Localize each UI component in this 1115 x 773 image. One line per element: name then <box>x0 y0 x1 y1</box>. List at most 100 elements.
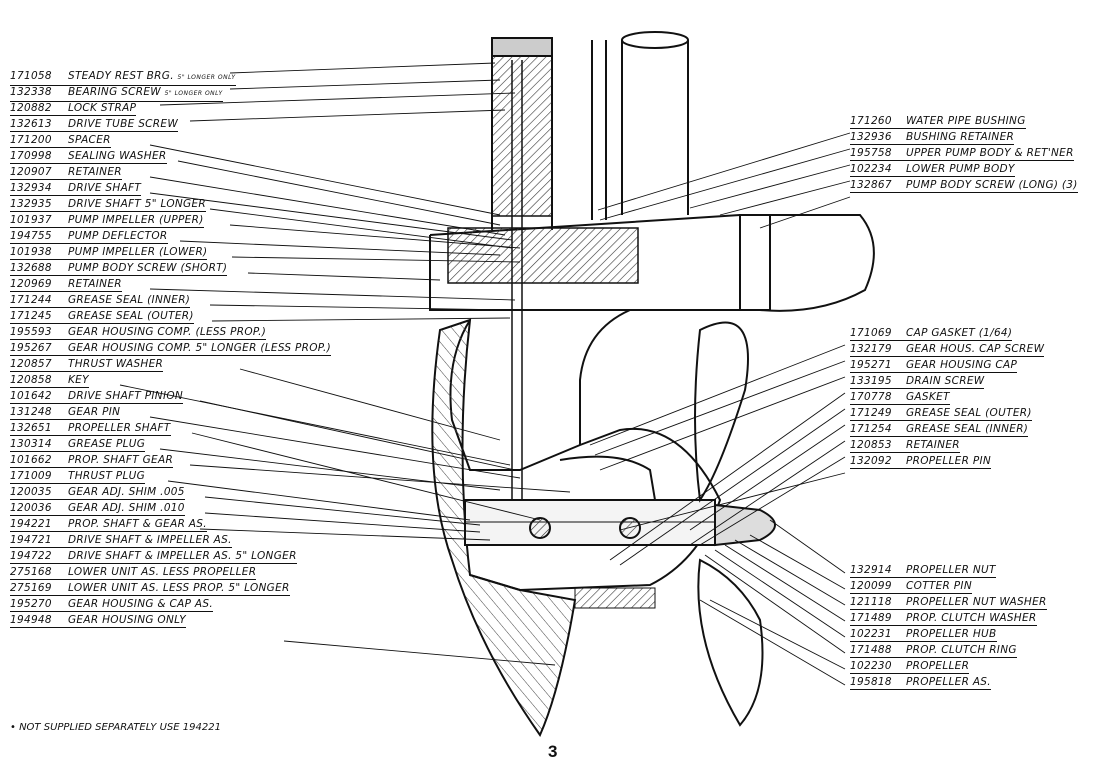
part-name: Gear Housing Only <box>68 614 187 626</box>
part-row: 120857 Thrust Washer <box>10 358 164 372</box>
part-name: Drive Tube Screw <box>68 118 179 130</box>
part-name: Pump Body Screw (Long) (3) <box>906 179 1078 191</box>
part-number: 120857 <box>10 358 52 370</box>
part-number: 195270 <box>10 598 52 610</box>
part-row: 132179Gear Hous. Cap Screw <box>850 343 1045 357</box>
part-number: 132935 <box>10 198 52 210</box>
part-name: Cap Gasket (1/64) <box>906 327 1013 339</box>
part-name: Grease Seal (Inner) <box>68 294 191 306</box>
part-number: 171488 <box>850 644 892 656</box>
part-name: Propeller As. <box>906 676 991 688</box>
part-name: Grease Plug <box>68 438 146 450</box>
part-name: Gear Housing Cap <box>906 359 1018 371</box>
part-row: 275168Lower Unit As. Less Propeller <box>10 566 257 580</box>
part-row: 195270 Gear Housing & Cap As. <box>10 598 214 612</box>
part-number: 194221 <box>10 518 52 530</box>
part-number: 171489 <box>850 612 892 624</box>
part-row: 133195Drain Screw <box>850 375 985 389</box>
part-name: Propeller Nut <box>906 564 996 576</box>
part-number: 120907 <box>10 166 52 178</box>
part-row: 120969Retainer <box>10 278 122 292</box>
part-row: 195271Gear Housing Cap <box>850 359 1018 373</box>
part-name: Prop. Clutch Washer <box>906 612 1037 624</box>
part-number: 275168 <box>10 566 52 578</box>
part-row: 132688Pump Body Screw (Short) <box>10 262 228 276</box>
part-row: 275169Lower Unit As. Less Prop. 5" Longe… <box>10 582 290 596</box>
part-number: 102230 <box>850 660 892 672</box>
part-name: Gear Adj. Shim .005 <box>68 486 185 498</box>
part-row: 102231Propeller Hub <box>850 628 997 642</box>
part-name: Thrust Plug <box>68 470 146 482</box>
part-name: Pump Deflector <box>68 230 168 242</box>
part-number: 120099 <box>850 580 892 592</box>
part-row: 171260Water Pipe Bushing <box>850 115 1026 129</box>
part-row: 101938Pump Impeller (Lower) <box>10 246 208 260</box>
part-number: 132338 <box>10 86 52 98</box>
part-number: 195267 <box>10 342 52 354</box>
part-number: 171200 <box>10 134 52 146</box>
part-row: 120099 Cotter Pin <box>850 580 972 594</box>
part-name: Drive Shaft <box>68 182 142 194</box>
part-row: 194755 Pump Deflector <box>10 230 168 244</box>
part-number: 171244 <box>10 294 52 306</box>
part-number: 131248 <box>10 406 52 418</box>
part-name: Thrust Washer <box>68 358 164 370</box>
part-row: 194722Drive Shaft & Impeller As. 5" Long… <box>10 550 297 564</box>
part-number: 275169 <box>10 582 52 594</box>
part-row: 101662Prop. Shaft Gear <box>10 454 174 468</box>
part-row: 171254Grease Seal (Inner) <box>850 423 1029 437</box>
part-number: 171249 <box>850 407 892 419</box>
part-number: 132936 <box>850 131 892 143</box>
part-name: Retainer <box>906 439 960 451</box>
part-number: 170778 <box>850 391 892 403</box>
part-name: Lower Pump Body <box>906 163 1015 175</box>
part-name: Prop. Shaft & Gear As. <box>68 518 207 530</box>
part-row: 121118Propeller Nut Washer <box>850 596 1047 610</box>
part-name: Propeller Pin <box>906 455 992 467</box>
part-row: 120858Key <box>10 374 89 388</box>
part-note: 5" Longer Only <box>164 90 223 97</box>
part-name: Bushing Retainer <box>906 131 1015 143</box>
part-row: 120036Gear Adj. Shim .010 <box>10 502 185 516</box>
part-name: Propeller <box>906 660 970 672</box>
part-number: 194755 <box>10 230 52 242</box>
part-name: Gear Pin <box>68 406 121 418</box>
part-name: Sealing Washer <box>68 150 167 162</box>
part-row: 102230 Propeller <box>850 660 970 674</box>
part-name: Drain Screw <box>906 375 985 387</box>
part-number: 101662 <box>10 454 52 466</box>
part-row: 102234Lower Pump Body <box>850 163 1015 177</box>
part-number: 194721 <box>10 534 52 546</box>
part-name: Gear Housing & Cap As. <box>68 598 214 610</box>
part-row: 170998Sealing Washer <box>10 150 167 164</box>
part-row: 194721Drive Shaft & Impeller As. <box>10 534 232 548</box>
part-row: 120882Lock Strap <box>10 102 137 116</box>
part-name: Spacer <box>68 134 111 146</box>
part-number: 132613 <box>10 118 52 130</box>
part-name: Propeller Shaft <box>68 422 171 434</box>
part-row: 132934Drive Shaft <box>10 182 142 196</box>
part-number: 132867 <box>850 179 892 191</box>
part-name: Cotter Pin <box>906 580 972 592</box>
part-name: Drive Shaft & Impeller As. 5" Longer <box>68 550 297 562</box>
part-row: 171249Grease Seal (Outer) <box>850 407 1032 421</box>
part-number: 120882 <box>10 102 52 114</box>
part-row: 132651Propeller Shaft <box>10 422 171 436</box>
part-row: 132092Propeller Pin <box>850 455 992 469</box>
part-row: 101937Pump Impeller (Upper) <box>10 214 204 228</box>
left-leader-lines <box>119 62 571 666</box>
part-number: 120035 <box>10 486 52 498</box>
part-row: 194221 Prop. Shaft & Gear As. <box>10 518 207 532</box>
part-row: 171488Prop. Clutch Ring <box>850 644 1017 658</box>
part-name: Gear Housing Comp. (Less Prop.) <box>68 326 267 338</box>
part-name: Grease Seal (Outer) <box>68 310 194 322</box>
part-row: 132936 Bushing Retainer <box>850 131 1015 145</box>
part-number: 171058 <box>10 70 52 82</box>
part-number: 102231 <box>850 628 892 640</box>
part-row: 171489 Prop. Clutch Washer <box>850 612 1037 626</box>
part-row: 101642Drive Shaft Pinion <box>10 390 184 404</box>
part-row: 195758Upper Pump Body & Ret'ner <box>850 147 1074 161</box>
part-row: 171009Thrust Plug <box>10 470 146 484</box>
part-number: 101937 <box>10 214 52 226</box>
